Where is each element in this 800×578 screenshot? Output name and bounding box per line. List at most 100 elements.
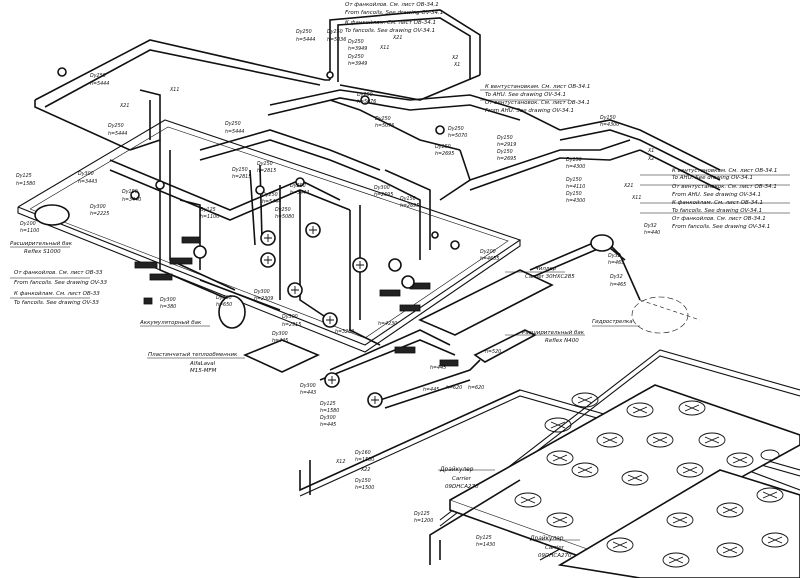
tag-dy: Dy250 — [375, 117, 391, 122]
label-from-fancoils-ru-top: От фанкойлов. См. лист ОВ-34.1 — [345, 2, 439, 8]
tag-h: h=443 — [300, 391, 317, 396]
label-to-ahu-en-top: To AHU. See drawing OV-34.1 — [485, 92, 566, 98]
tag-x: X21 — [120, 104, 130, 109]
tag-dy: Dy300 — [78, 172, 94, 177]
label-from-ahu-ru-top: От вентустановок. См. лист ОВ-34.1 — [485, 100, 590, 106]
tag-dy: Dy250 — [275, 208, 291, 213]
tag-h: h=445 — [423, 388, 440, 393]
tag-dy: Dy32 — [608, 254, 621, 259]
drycooler-2 — [557, 469, 800, 578]
tag-h: h=1500 — [355, 486, 375, 491]
label-accumulator-tank: Аккумуляторный бак — [140, 320, 202, 326]
tag-dy: Dy300 — [320, 416, 336, 421]
tag-dy: Dy250 — [290, 184, 306, 189]
label-chiller-ru: Чиллер — [535, 266, 557, 272]
tag-h: h=1580 — [320, 409, 340, 414]
label-from-ahu-en-top: From AHU. See drawing OV-34.1 — [485, 108, 575, 114]
label-from-fancoils-en-right: From fancoils. See drawing OV-34.1 — [672, 224, 771, 230]
chiller — [418, 269, 554, 336]
tag-x: X2 — [452, 56, 459, 61]
label-drycooler1-brand: Carrier — [452, 476, 471, 482]
valve-symbols — [57, 67, 460, 408]
tag-h: h=2815 — [232, 175, 252, 180]
tag-x: X12 — [336, 460, 346, 465]
tag-h: h=520 — [485, 350, 502, 355]
tag-h: h=5076 — [375, 124, 395, 129]
tag-h: h=1430 — [476, 543, 496, 548]
tag-dy: Dy150 — [435, 145, 451, 150]
label-to-fancoils-ru-right: К фанкойлам. См. лист ОВ-34.1 — [672, 200, 763, 206]
label-plate-hx-brand: AlfaLaval — [190, 361, 216, 367]
tag-h: h=465 — [608, 261, 625, 266]
expansion-tank-top — [590, 234, 614, 252]
tag-dy: Dy300 — [254, 290, 270, 295]
tag-dy: Dy300 — [300, 384, 316, 389]
tag-h: h=4655 — [480, 257, 500, 262]
tag-h: h=5070 — [448, 134, 468, 139]
label-from-fancoils-ru-left: От фанкойлов. См. лист ОВ-33 — [14, 270, 103, 276]
tag-h: h=380 — [160, 305, 177, 310]
tag-h: h=5444 — [225, 130, 245, 135]
tag-h: h=4230 — [378, 322, 398, 327]
label-drycooler2-ru: Драйкулер — [530, 536, 564, 542]
tag-dy: Dy125 — [476, 536, 492, 541]
accumulator-tank — [218, 295, 246, 329]
label-hydraulic-separator: Гидрострелка — [592, 319, 633, 325]
tag-h: h=5444 — [108, 132, 128, 137]
label-expansion-tank-ru: Расширительный бак — [10, 241, 73, 247]
label-expansion-tank-en: Reflex S1000 — [24, 249, 61, 255]
tag-h: h=5444 — [290, 191, 310, 196]
tag-h: h=465 — [610, 283, 627, 288]
tag-dy: Dy150 — [232, 168, 248, 173]
tag-dy: Dy150 — [122, 190, 138, 195]
label-drycooler2-model: 09DHCA270 — [538, 553, 572, 559]
label-expansion-tank2-en: Reflex N400 — [545, 338, 579, 344]
label-to-fancoils-en-top: To fancoils. See drawing OV-34.1 — [345, 28, 436, 34]
tag-x: X11 — [380, 46, 390, 51]
tag-h: h=5444 — [90, 82, 110, 87]
tag-h: h=3949 — [348, 47, 368, 52]
tag-h: h=5080 — [275, 215, 295, 220]
tag-dy: Dy32 — [644, 224, 657, 229]
tag-x: X1 — [454, 63, 461, 68]
tag-dy: Dy300 — [272, 332, 288, 337]
tag-h: h=4300 — [566, 199, 586, 204]
tag-h: h=445 — [320, 423, 337, 428]
tag-dy: Dy100 — [20, 222, 36, 227]
tag-h: h=620 — [446, 386, 463, 391]
label-to-ahu-en-right: To AHU. See drawing OV-34.1 — [672, 175, 753, 181]
tag-x: X11 — [170, 88, 180, 93]
tag-dy: Dy125 — [200, 208, 216, 213]
expansion-tank-s1000 — [34, 204, 70, 226]
label-to-fancoils-en-left: To fancoils. See drawing OV-33 — [14, 300, 99, 306]
tag-x: X21 — [624, 184, 634, 189]
tag-h: h=4300 — [566, 165, 586, 170]
tag-h: h=1100 — [200, 215, 220, 220]
tag-dy: Dy250 — [348, 55, 364, 60]
label-plate-hx-model: M15-MFM — [190, 368, 217, 374]
tag-h: h=4110 — [566, 185, 586, 190]
label-expansion-tank2-ru: Расширительный бак — [522, 330, 585, 336]
label-to-fancoils-ru-top: К фанкойлам. См. лист ОВ-34.1 — [345, 20, 436, 26]
tag-dy: Dy125 — [320, 402, 336, 407]
tag-dy: Dy250 — [262, 193, 278, 198]
drycooler-fans — [514, 392, 789, 568]
tag-h: h=3949 — [348, 62, 368, 67]
tag-dy: Dy150 — [497, 150, 513, 155]
tag-dy: Dy250 — [357, 93, 373, 98]
label-to-ahu-ru-top: К вентустановкам. См. лист ОВ-34.1 — [485, 84, 591, 90]
tag-dy: Dy150 — [355, 479, 371, 484]
tag-h: h=2695 — [497, 157, 517, 162]
tag-h: h=3443 — [78, 180, 98, 185]
tag-x: X2 — [648, 157, 655, 162]
tag-h: h=2919 — [497, 143, 517, 148]
tag-dy: Dy125 — [16, 174, 32, 179]
tag-dy: Dy250 — [108, 124, 124, 129]
label-plate-hx-ru: Пластинчатый теплообменник — [148, 352, 238, 358]
label-from-ahu-ru-right: От вентустановок. См. лист ОВ-34.1 — [672, 184, 777, 190]
tag-dy: Dy150 — [566, 192, 582, 197]
hydraulic-separator-circle — [631, 296, 689, 334]
tag-h: h=440 — [644, 231, 661, 236]
